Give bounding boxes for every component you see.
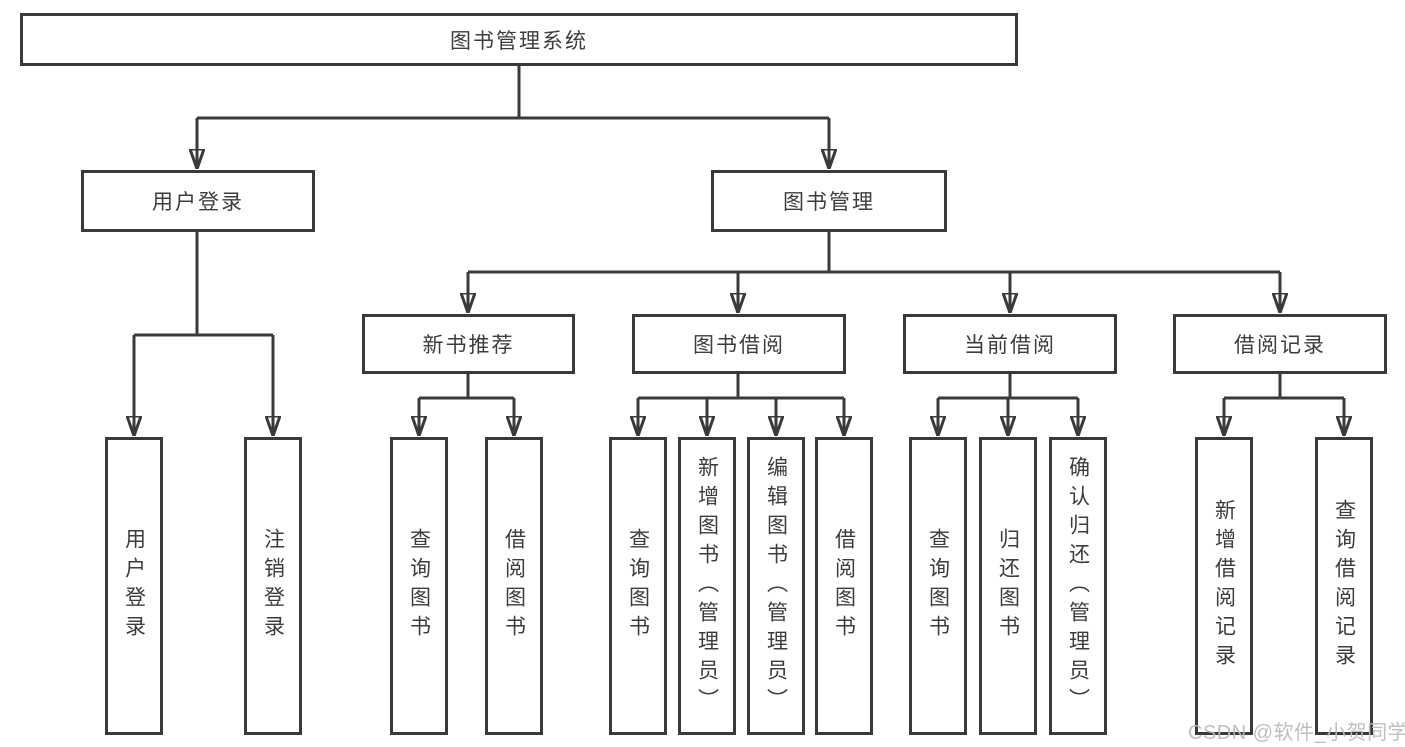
leaf-label: 查询图书 bbox=[926, 528, 950, 644]
leaf-edit-books-admin: 编辑图书（管理员） bbox=[747, 437, 805, 735]
leaf-user-login: 用户登录 bbox=[105, 437, 163, 735]
node-label: 图书管理系统 bbox=[450, 29, 588, 53]
leaf-label: 编辑图书（管理员） bbox=[764, 455, 788, 717]
node-label: 图书借阅 bbox=[693, 334, 785, 357]
leaf-label: 查询图书 bbox=[626, 528, 650, 644]
node-root-system: 图书管理系统 bbox=[20, 13, 1018, 66]
leaf-label: 注销登录 bbox=[261, 528, 285, 644]
leaf-label: 查询借阅记录 bbox=[1332, 499, 1356, 673]
leaf-label: 借阅图书 bbox=[832, 528, 856, 644]
leaf-label: 借阅图书 bbox=[502, 528, 526, 644]
node-label: 用户登录 bbox=[152, 191, 244, 214]
node-label: 图书管理 bbox=[783, 191, 875, 214]
leaf-add-books-admin: 新增图书（管理员） bbox=[678, 437, 736, 735]
node-label: 当前借阅 bbox=[964, 334, 1056, 357]
leaf-query-books-recommend: 查询图书 bbox=[390, 437, 448, 735]
leaf-query-borrow-record: 查询借阅记录 bbox=[1315, 437, 1373, 735]
node-label: 新书推荐 bbox=[422, 334, 515, 357]
node-book-management: 图书管理 bbox=[711, 170, 947, 232]
leaf-label: 归还图书 bbox=[996, 528, 1020, 644]
leaf-return-books: 归还图书 bbox=[979, 437, 1037, 735]
leaf-label: 确认归还（管理员） bbox=[1066, 455, 1090, 717]
leaf-query-books-borrowing: 查询图书 bbox=[609, 437, 667, 735]
leaf-logout-login: 注销登录 bbox=[244, 437, 302, 735]
node-current-borrowing: 当前借阅 bbox=[903, 314, 1117, 374]
node-new-book-recommend: 新书推荐 bbox=[362, 314, 575, 374]
node-user-login: 用户登录 bbox=[81, 170, 315, 232]
leaf-label: 用户登录 bbox=[122, 528, 146, 644]
leaf-confirm-return-admin: 确认归还（管理员） bbox=[1049, 437, 1107, 735]
leaf-label: 新增图书（管理员） bbox=[695, 455, 719, 717]
node-borrow-records: 借阅记录 bbox=[1173, 314, 1387, 374]
leaf-borrow-books-borrowing: 借阅图书 bbox=[815, 437, 873, 735]
leaf-label: 查询图书 bbox=[407, 528, 431, 644]
leaf-borrow-books-recommend: 借阅图书 bbox=[485, 437, 543, 735]
leaf-add-borrow-record: 新增借阅记录 bbox=[1195, 437, 1253, 735]
leaf-label: 新增借阅记录 bbox=[1212, 499, 1236, 673]
node-label: 借阅记录 bbox=[1234, 334, 1326, 357]
leaf-query-books-current: 查询图书 bbox=[909, 437, 967, 735]
node-book-borrowing: 图书借阅 bbox=[632, 314, 846, 374]
